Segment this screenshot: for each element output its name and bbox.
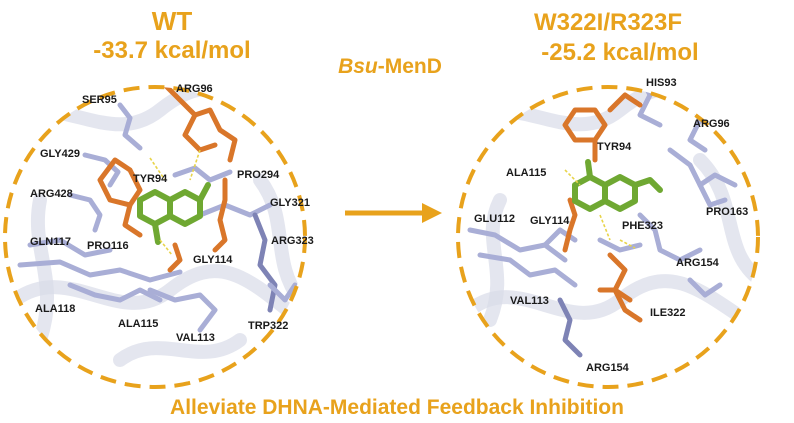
right-dashed-circle [456, 85, 760, 389]
residue-label: ARG428 [30, 188, 73, 200]
center-block: Bsu-MenD [338, 55, 442, 223]
residue-label: ARG323 [271, 235, 314, 247]
residue-label: TYR94 [133, 173, 168, 185]
residue-label: ARG96 [176, 83, 213, 95]
protein-name: Bsu-MenD [338, 55, 442, 78]
residue-label: PRO116 [87, 240, 129, 252]
residue-label: GLY114 [193, 254, 233, 266]
residue-label: ILE322 [650, 307, 685, 319]
right-panel: W322I/R323F -25.2 kcal/mol [456, 9, 760, 389]
left-structure [5, 87, 305, 367]
right-energy: -25.2 kcal/mol [541, 39, 698, 66]
residue-label: PRO163 [706, 206, 748, 218]
left-energy: -33.7 kcal/mol [93, 37, 250, 64]
left-title: WT [152, 6, 193, 36]
residue-label: ARG154 [586, 362, 630, 374]
residue-label: VAL113 [510, 295, 549, 307]
residue-label: GLN117 [30, 236, 71, 248]
protein-name-rest: -MenD [378, 55, 442, 78]
right-title: W322I/R323F [534, 9, 682, 36]
residue-label: ARG154 [676, 257, 720, 269]
residue-label: PRO294 [237, 169, 280, 181]
residue-label: VAL113 [176, 332, 215, 344]
residue-label: ALA115 [118, 318, 158, 330]
left-dashed-circle [3, 85, 307, 389]
residue-label: GLU112 [474, 213, 515, 225]
protein-name-italic: Bsu [338, 55, 378, 78]
left-panel: WT -33.7 kcal/mol [3, 6, 314, 389]
residue-label: TYR94 [597, 141, 632, 153]
residue-label: SER95 [82, 94, 117, 106]
residue-label: ARG96 [693, 118, 730, 130]
right-arrow-icon [345, 203, 442, 223]
residue-label: ALA118 [35, 303, 75, 315]
footer-caption: Alleviate DHNA-Mediated Feedback Inhibit… [170, 396, 624, 419]
residue-label: GLY321 [270, 197, 310, 209]
residue-label: TRP322 [248, 320, 288, 332]
residue-label: ALA115 [506, 167, 546, 179]
residue-label: HIS93 [646, 77, 677, 89]
residue-label: PHE323 [622, 220, 663, 232]
residue-label: GLY429 [40, 148, 80, 160]
residue-label: GLY114 [530, 215, 570, 227]
